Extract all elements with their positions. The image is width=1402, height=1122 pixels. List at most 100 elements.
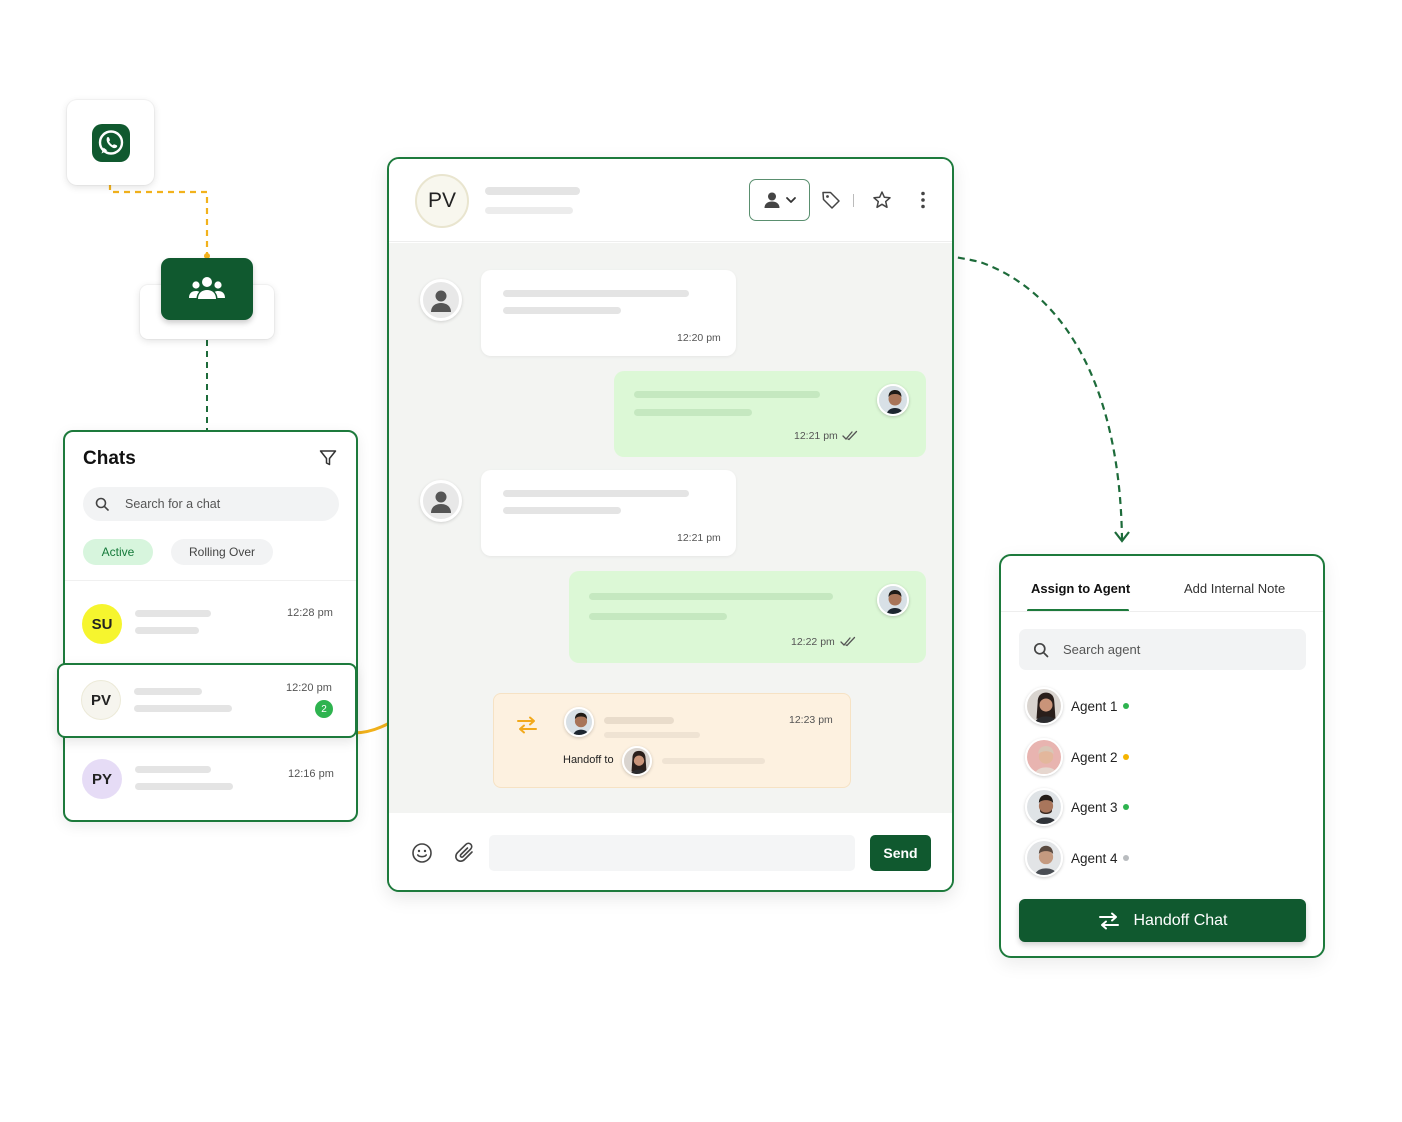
double-check-icon (842, 430, 858, 441)
agent-1-name: Agent 1 (1071, 698, 1118, 714)
filter-icon[interactable] (319, 449, 337, 467)
tag-icon[interactable] (821, 190, 841, 210)
message-input[interactable] (489, 835, 855, 871)
handoff-event-card: 12:23 pm Handoff to (493, 693, 851, 788)
agent-2-avatar (1025, 738, 1063, 776)
message-text-placeholder (634, 391, 820, 398)
agent-row-2[interactable]: Agent 2 (1025, 737, 1129, 777)
preview-placeholder (135, 627, 199, 634)
agent-4-name: Agent 4 (1071, 850, 1118, 866)
away-status-dot (1122, 754, 1129, 760)
agent-1-avatar (1025, 687, 1063, 725)
message-text-placeholder (503, 490, 689, 497)
agent-4-avatar (1025, 839, 1063, 877)
active-tab-indicator (1027, 609, 1129, 612)
message-time: 12:20 pm (677, 332, 721, 344)
agent-row-1[interactable]: Agent 1 (1025, 686, 1129, 726)
agent-row-4[interactable]: Agent 4 (1025, 838, 1129, 878)
assign-agent-dropdown[interactable] (749, 179, 810, 221)
customer-avatar (420, 480, 462, 522)
tab-assign-to-agent[interactable]: Assign to Agent (1031, 581, 1131, 596)
preview-placeholder (135, 783, 233, 790)
message-text-placeholder (503, 507, 621, 514)
contact-status-placeholder (485, 207, 573, 214)
agent-row-3[interactable]: Agent 3 (1025, 787, 1129, 827)
agent-avatar (877, 384, 909, 416)
message-time: 12:21 pm (794, 430, 838, 442)
tab-add-internal-note[interactable]: Add Internal Note (1184, 581, 1286, 596)
message-text-placeholder (503, 307, 621, 314)
preview-placeholder (134, 688, 202, 695)
row-time: 12:16 pm (288, 768, 334, 780)
preview-placeholder (135, 610, 211, 617)
swap-arrows-icon (1098, 912, 1119, 929)
send-button[interactable]: Send (870, 835, 931, 871)
chats-title: Chats (83, 448, 136, 469)
whatsapp-to-team-connector (108, 184, 209, 256)
agent-3-name: Agent 3 (1071, 799, 1118, 815)
chat-row-pv-selected[interactable]: PV 12:20 pm 2 (57, 663, 357, 738)
target-agent-avatar (622, 746, 652, 776)
assign-agent-panel: Assign to Agent Add Internal Note Search… (999, 554, 1325, 958)
header-divider (853, 194, 854, 207)
attachment-icon[interactable] (454, 841, 476, 865)
contact-name-placeholder (485, 187, 580, 195)
chat-row-su[interactable]: SU 12:28 pm (65, 585, 356, 661)
conversation-header: PV (389, 159, 952, 242)
search-icon (1033, 642, 1049, 657)
chevron-down-icon (785, 197, 796, 203)
agent-avatar (564, 707, 594, 737)
unread-badge: 2 (315, 700, 333, 718)
tab-divider (1001, 611, 1323, 612)
conversation-window: PV (387, 157, 954, 892)
preview-placeholder (134, 705, 232, 712)
incoming-message: 12:20 pm (481, 270, 736, 356)
filter-active-pill[interactable]: Active (83, 539, 153, 565)
user-icon (431, 290, 451, 312)
chat-search-input[interactable]: Search for a chat (83, 487, 339, 521)
emoji-icon[interactable] (411, 842, 433, 864)
agent-search-input[interactable]: Search agent (1019, 629, 1306, 670)
chat-search-placeholder: Search for a chat (125, 497, 221, 511)
agent-3-avatar (1025, 788, 1063, 826)
whatsapp-icon (91, 123, 130, 162)
event-text-placeholder (662, 758, 765, 764)
team-inbox-button[interactable] (161, 258, 253, 320)
more-options-icon[interactable] (919, 190, 927, 210)
filter-rolling-over-pill[interactable]: Rolling Over (171, 539, 273, 565)
team-icon (189, 277, 225, 299)
message-time: 12:22 pm (791, 636, 835, 648)
online-status-dot (1122, 804, 1129, 810)
avatar-pv: PV (81, 680, 121, 720)
handoff-chat-button[interactable]: Handoff Chat (1019, 899, 1306, 942)
message-text-placeholder (589, 613, 727, 620)
search-icon (95, 497, 109, 511)
list-divider (65, 580, 356, 581)
outgoing-message: 12:22 pm (569, 571, 926, 663)
offline-status-dot (1122, 855, 1129, 861)
handoff-label: Handoff to (563, 754, 614, 766)
event-text-placeholder (604, 732, 700, 738)
user-icon (431, 491, 451, 513)
preview-placeholder (135, 766, 211, 773)
avatar-py: PY (82, 759, 122, 799)
message-composer: Send (389, 813, 952, 890)
double-check-icon (840, 636, 856, 647)
message-text-placeholder (503, 290, 689, 297)
agent-avatar (877, 584, 909, 616)
star-icon[interactable] (872, 190, 892, 210)
chats-panel: Chats Search for a chat Active Rolling O… (63, 430, 358, 822)
contact-avatar: PV (415, 174, 469, 228)
swap-arrows-icon (517, 716, 537, 734)
message-text-placeholder (634, 409, 752, 416)
whatsapp-channel-card[interactable] (67, 100, 154, 185)
handoff-time: 12:23 pm (789, 714, 833, 726)
user-icon (764, 192, 779, 208)
message-area: 12:20 pm 12:21 pm 12:21 pm (389, 243, 952, 813)
handoff-chat-label: Handoff Chat (1133, 911, 1228, 929)
message-time: 12:21 pm (677, 532, 721, 544)
agent-name-placeholder (604, 717, 674, 724)
agent-2-name: Agent 2 (1071, 749, 1118, 765)
chat-row-py[interactable]: PY 12:16 pm (65, 740, 356, 816)
customer-avatar (420, 279, 462, 321)
